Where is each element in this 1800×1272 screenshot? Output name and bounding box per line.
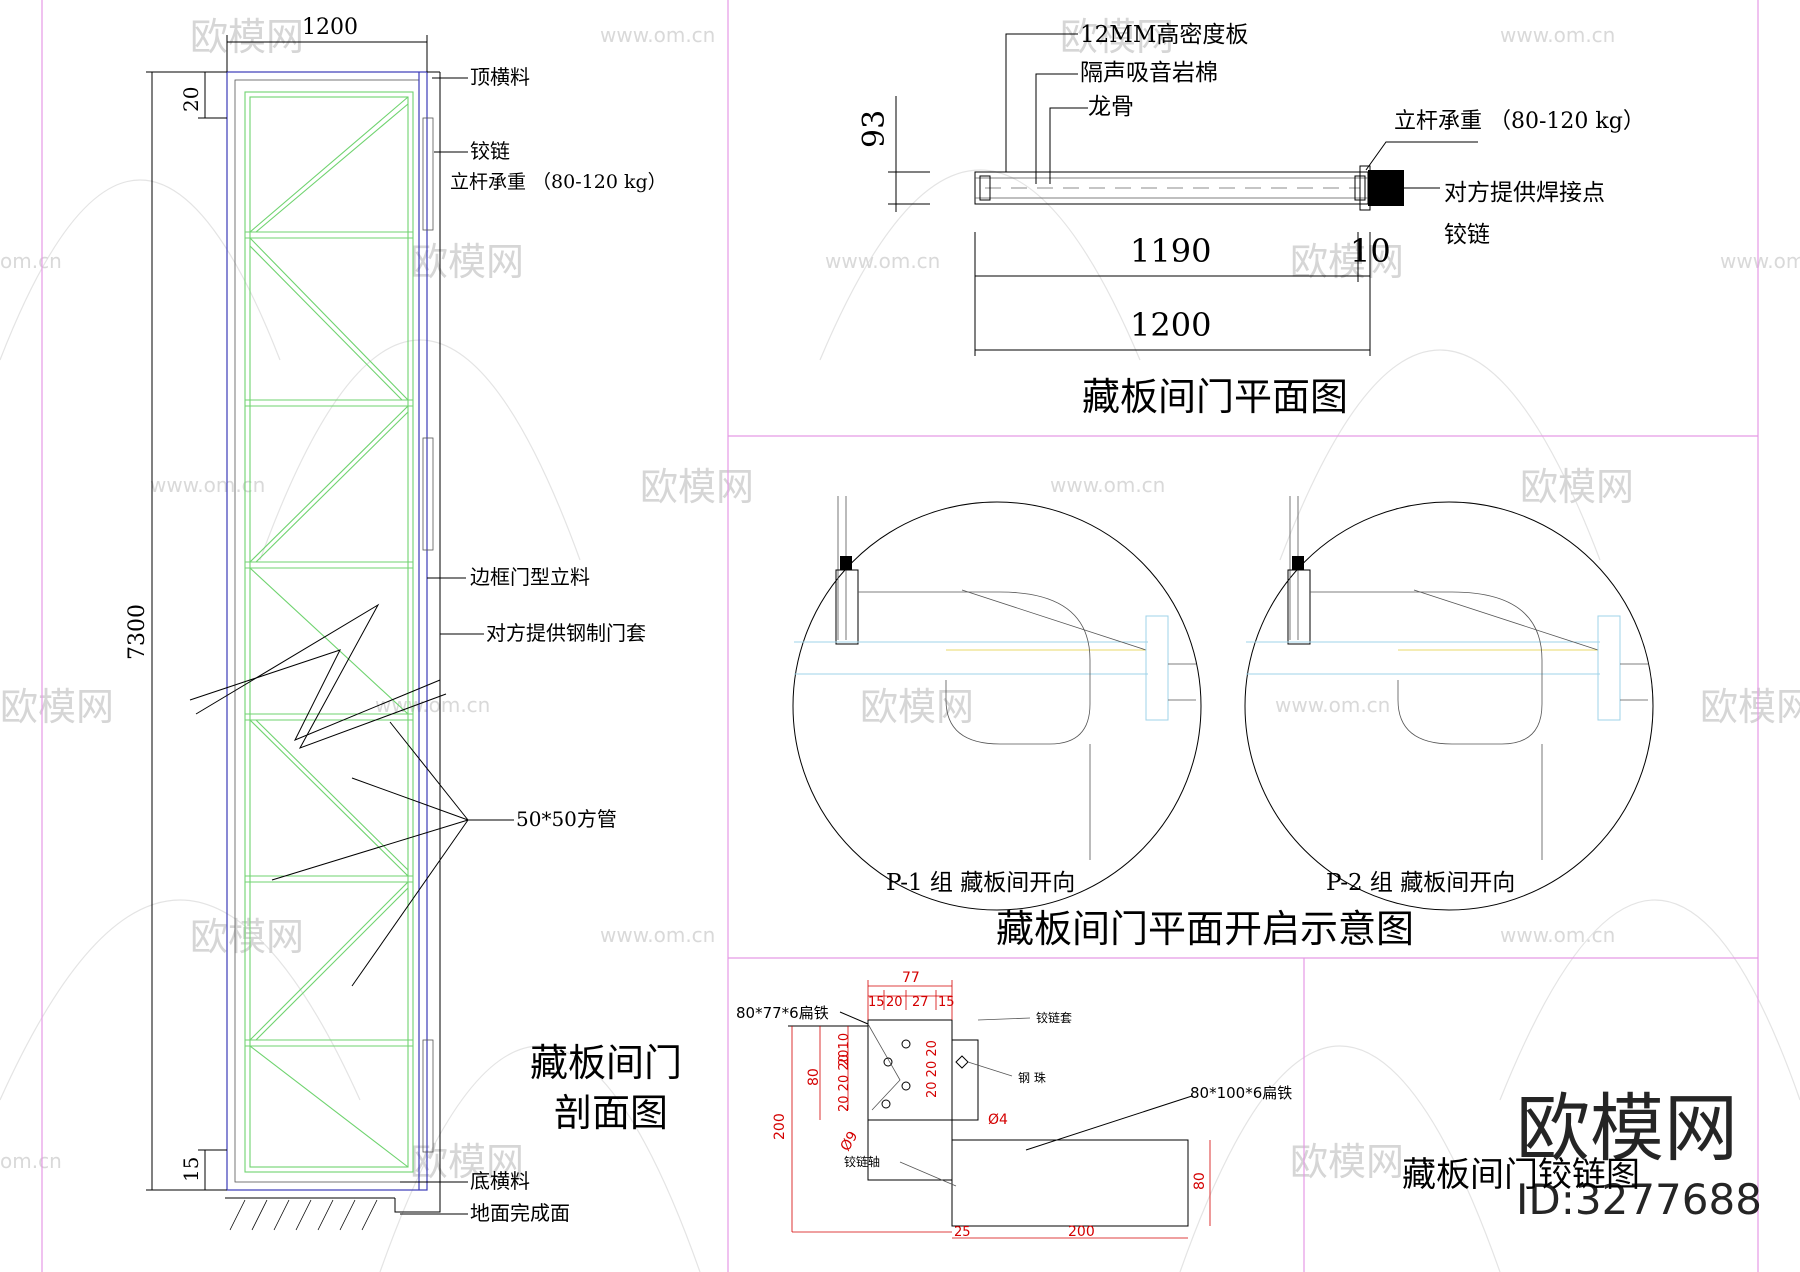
section-view: 1200 7300 20 15 顶横料 铰链 立杆承重 （80-120 kg） … xyxy=(125,15,682,1231)
hinge-dim-h25: 25 xyxy=(954,1225,971,1240)
hinge-dim-v80-right: 80 xyxy=(1192,1172,1208,1190)
opening-detail-p2 xyxy=(1244,496,1654,911)
hinge-sleeve xyxy=(951,1039,979,1121)
wm-url-9: www.om.cn xyxy=(600,923,715,947)
dim-bottom-15: 15 xyxy=(179,1157,203,1182)
callout-bottom-rail: 底横料 xyxy=(470,1169,530,1193)
plan-dim-1190: 1190 xyxy=(1130,232,1211,270)
wm-brand-3: 欧模网 xyxy=(410,240,524,284)
weld-block xyxy=(1368,170,1404,206)
wm-brand-8: 欧模网 xyxy=(860,685,974,729)
wm-url-10: www.om.cn xyxy=(1500,923,1615,947)
hinge-plate-b-label: 80*100*6扁铁 xyxy=(1190,1084,1292,1102)
wm-url-3: www.om.cn xyxy=(825,249,940,273)
hinge-dim-h200: 200 xyxy=(1068,1224,1095,1240)
brand-stamp: 欧模网 ID:3277688 xyxy=(1516,1086,1762,1224)
wm-brand-2: 欧模网 xyxy=(1060,15,1174,59)
hinge-dim-77: 77 xyxy=(902,970,920,986)
hinge-dia-9: Ø9 xyxy=(838,1129,862,1154)
sheet-borders xyxy=(41,0,1759,1272)
hinge-title: 藏板间门铰链图 xyxy=(1402,1155,1640,1195)
opening-p1-label: P-1 组 藏板间开向 xyxy=(886,870,1075,896)
callout-hinge: 铰链 xyxy=(470,139,510,163)
wm-brand-4: 欧模网 xyxy=(1290,240,1404,284)
plan-layer-wool: 隔声吸音岩棉 xyxy=(1080,60,1218,86)
wm-url-1: www.om.cn xyxy=(600,23,715,47)
hinge-view: 77 15 20 27 15 80 2010 20 20 20 20 20 20… xyxy=(736,970,1640,1240)
hinge-ball-label: 钢 珠 xyxy=(1018,1071,1046,1085)
hinge-dim-27: 27 xyxy=(912,995,929,1010)
square-tube-truss xyxy=(244,91,414,1173)
hinge-top xyxy=(422,117,434,231)
hinge-plate-b xyxy=(951,1139,1189,1227)
plan-title: 藏板间门平面图 xyxy=(1082,375,1348,419)
hinge-dia-4: Ø4 xyxy=(988,1112,1008,1128)
hinge-dim-v80: 80 xyxy=(806,1068,822,1086)
break-line xyxy=(189,649,441,741)
wm-brand-5: 欧模网 xyxy=(640,465,754,509)
dim-height-7300: 7300 xyxy=(125,604,150,660)
dim-top-20: 20 xyxy=(179,87,203,112)
wm-brand-6: 欧模网 xyxy=(1520,465,1634,509)
section-title-line2: 剖面图 xyxy=(554,1091,668,1135)
plan-dim-1200: 1200 xyxy=(1130,306,1211,344)
hinge-dim-v200: 200 xyxy=(772,1113,788,1140)
wm-brand-1: 欧模网 xyxy=(190,15,304,59)
section-title-line1: 藏板间门 xyxy=(530,1041,682,1085)
wm-brand-7: 欧模网 xyxy=(0,685,114,729)
wm-url-12: om.cn xyxy=(0,1149,62,1173)
hinge-dim-20a: 20 xyxy=(886,995,903,1010)
callout-steel-frame: 对方提供钢制门套 xyxy=(486,621,646,645)
brand-stamp-name: 欧模网 xyxy=(1516,1086,1738,1172)
hinge-plate-a-label: 80*77*6扁铁 xyxy=(736,1004,829,1022)
brand-stamp-id: ID:3277688 xyxy=(1516,1175,1762,1224)
plan-layer-keel: 龙骨 xyxy=(1088,94,1134,120)
wm-url-8: www.om.cn xyxy=(1275,693,1390,717)
plan-post-load: 立杆承重 （80-120 kg） xyxy=(1394,109,1645,134)
wm-brand-9: 欧模网 xyxy=(1700,685,1800,729)
wm-brand-10: 欧模网 xyxy=(190,915,304,959)
wm-url-11: om.cn xyxy=(0,249,62,273)
plan-hinge: 铰链 xyxy=(1444,222,1490,248)
plan-view: 12MM高密度板 隔声吸音岩棉 龙骨 立杆承重 （80-120 kg） 对方提供… xyxy=(857,22,1645,419)
opening-title: 藏板间门平面开启示意图 xyxy=(996,907,1414,951)
hinge-dim-15a: 15 xyxy=(868,995,885,1010)
plan-dim-10: 10 xyxy=(1350,232,1391,270)
wm-url-4: www.om.cn xyxy=(1720,249,1800,273)
callout-post-load: 立杆承重 （80-120 kg） xyxy=(450,171,667,193)
hinge-middle xyxy=(422,437,434,551)
hinge-axis-label: 铰链轴 xyxy=(844,1154,880,1169)
hinge-sleeve-label: 铰链套 xyxy=(1036,1010,1072,1025)
hinge-dim-v202020: 20 20 20 xyxy=(837,1054,852,1112)
wm-url-6: www.om.cn xyxy=(1050,473,1165,497)
door-outer-frame xyxy=(226,71,428,1191)
wm-url-2: www.om.cn xyxy=(1500,23,1615,47)
plan-dim-93: 93 xyxy=(857,110,892,148)
hinge-bottom xyxy=(422,1039,434,1153)
callout-frame-post: 边框门型立料 xyxy=(470,565,590,589)
opening-view: P-1 组 藏板间开向 P-2 组 藏板间开向 藏板间门平面开启示意图 xyxy=(792,496,1654,951)
plan-weld-point: 对方提供焊接点 xyxy=(1444,180,1605,206)
opening-p2-label: P-2 组 藏板间开向 xyxy=(1326,870,1515,896)
watermark-layer: 欧模网 欧模网 欧模网 欧模网 欧模网 欧模网 欧模网 欧模网 欧模网 欧模网 … xyxy=(0,15,1800,1272)
hinge-dim-15b: 15 xyxy=(938,995,955,1010)
wm-brand-11: 欧模网 xyxy=(410,1140,524,1184)
callout-floor-finish: 地面完成面 xyxy=(470,1201,570,1225)
callout-square-tube: 50*50方管 xyxy=(516,807,617,831)
opening-detail-p1 xyxy=(792,496,1202,911)
wm-brand-12: 欧模网 xyxy=(1290,1140,1404,1184)
dim-width-1200: 1200 xyxy=(302,15,358,40)
hinge-dim-v202020-right: 20 20 20 xyxy=(925,1040,940,1098)
wm-url-5: www.om.cn xyxy=(150,473,265,497)
callout-top-rail: 顶横料 xyxy=(470,65,530,89)
hinge-dim-v2010: 2010 xyxy=(837,1033,852,1066)
plan-layer-board: 12MM高密度板 xyxy=(1080,22,1248,48)
